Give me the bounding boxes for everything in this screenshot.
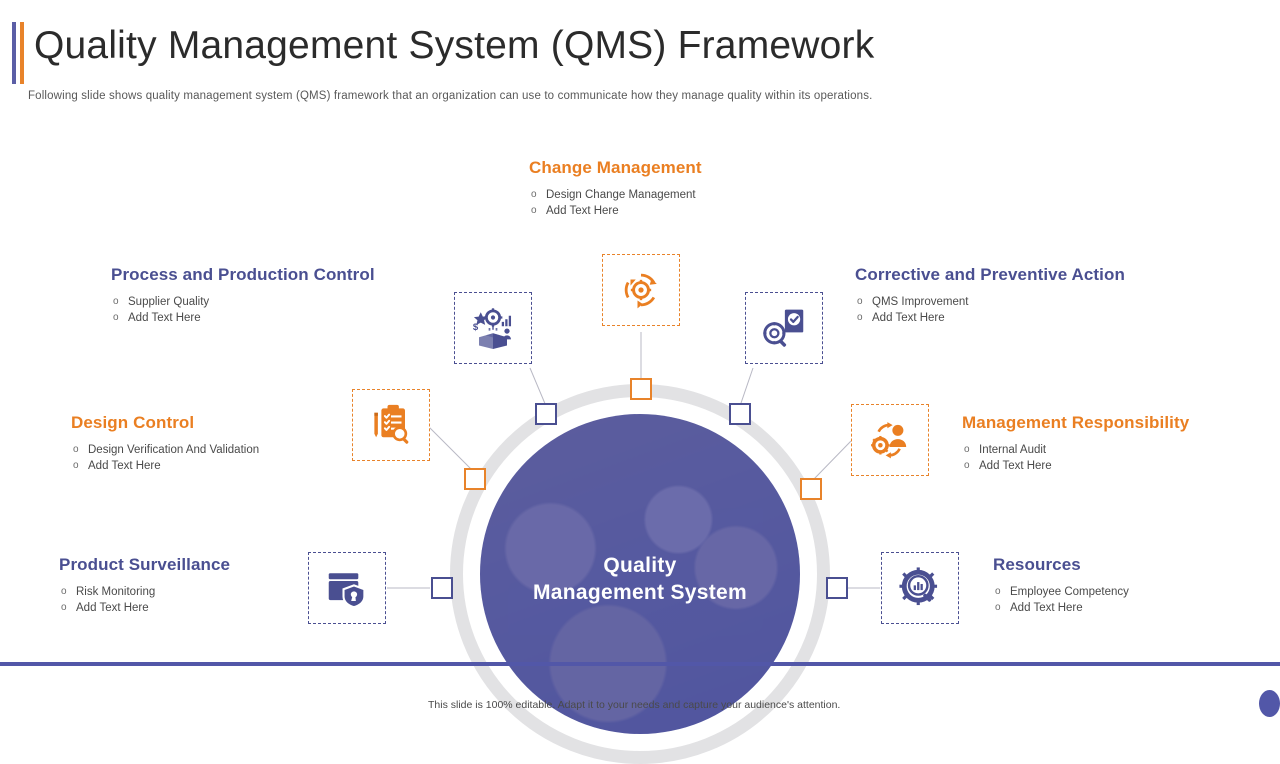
hub-label-line-2: Management System <box>532 581 747 604</box>
list-item: Risk Monitoring <box>59 584 230 600</box>
magnifier-gear-checklist-icon <box>762 307 806 349</box>
bullet-list: Design Verification And Validation Add T… <box>71 442 259 474</box>
block-title: Resources <box>993 555 1081 574</box>
icon-tile-management-responsibility[interactable] <box>851 404 929 476</box>
block-title: Design Control <box>71 413 195 432</box>
icon-tile-resources[interactable] <box>881 552 959 624</box>
block-resources: Resources Employee Competency Add Text H… <box>993 555 1129 616</box>
bullet-list: Internal Audit Add Text Here <box>962 442 1189 474</box>
title-accent-bars <box>12 22 26 84</box>
list-item: QMS Improvement <box>855 294 1125 310</box>
list-item: Employee Competency <box>993 584 1129 600</box>
gear-magnifier-chart-icon <box>898 567 942 609</box>
list-item: Design Change Management <box>529 187 702 203</box>
node-square-resources[interactable] <box>826 577 848 599</box>
list-item: Supplier Quality <box>111 294 375 310</box>
block-product-surveillance: Product Surveillance Risk Monitoring Add… <box>59 555 230 616</box>
icon-tile-design-control[interactable] <box>352 389 430 461</box>
refresh-gear-icon <box>620 269 662 311</box>
clipboard-checklist-magnifier-icon <box>369 404 413 446</box>
icon-tile-product-surveillance[interactable] <box>308 552 386 624</box>
block-title: Corrective and Preventive Action <box>855 265 1125 284</box>
node-square-product-surveillance[interactable] <box>431 577 453 599</box>
list-item: Add Text Here <box>71 458 259 474</box>
product-box-analytics-icon: $ <box>470 307 516 349</box>
block-design-control: Design Control Design Verification And V… <box>71 413 259 474</box>
hub-core-label: Quality Management System <box>480 552 800 606</box>
block-change-management: Change Management Design Change Manageme… <box>529 158 702 219</box>
bullet-list: QMS Improvement Add Text Here <box>855 294 1125 326</box>
list-item: Add Text Here <box>993 600 1129 616</box>
block-title: Management Responsibility <box>962 413 1190 432</box>
page-title: Quality Management System (QMS) Framewor… <box>34 24 875 67</box>
accent-bar-purple <box>12 22 16 84</box>
database-shield-lock-icon <box>325 568 369 608</box>
list-item: Add Text Here <box>59 600 230 616</box>
footer-decoration-dot <box>1259 690 1280 717</box>
icon-tile-process-and-production-control[interactable]: $ <box>454 292 532 364</box>
node-square-management-responsibility[interactable] <box>800 478 822 500</box>
bullet-list: Supplier Quality Add Text Here <box>111 294 375 326</box>
accent-bar-orange <box>20 22 24 84</box>
footer-note: This slide is 100% editable. Adapt it to… <box>428 699 841 711</box>
node-square-corrective-and-preventive-action[interactable] <box>729 403 751 425</box>
list-item: Add Text Here <box>111 310 375 326</box>
list-item: Add Text Here <box>529 203 702 219</box>
hub-label-line-1: Quality <box>603 554 677 577</box>
footer-divider <box>0 662 1280 666</box>
list-item: Design Verification And Validation <box>71 442 259 458</box>
block-title: Product Surveillance <box>59 555 231 574</box>
hub-core-circle: Quality Management System <box>480 414 800 734</box>
list-item: Add Text Here <box>855 310 1125 326</box>
node-square-process-and-production-control[interactable] <box>535 403 557 425</box>
block-title: Process and Production Control <box>111 265 375 284</box>
gear-person-cycle-icon <box>868 419 912 461</box>
block-corrective-and-preventive-action: Corrective and Preventive Action QMS Imp… <box>855 265 1125 326</box>
icon-tile-change-management[interactable] <box>602 254 680 326</box>
bullet-list: Employee Competency Add Text Here <box>993 584 1129 616</box>
node-square-design-control[interactable] <box>464 468 486 490</box>
list-item: Internal Audit <box>962 442 1189 458</box>
block-process-and-production-control: Process and Production Control Supplier … <box>111 265 375 326</box>
bullet-list: Risk Monitoring Add Text Here <box>59 584 230 616</box>
node-square-change-management[interactable] <box>630 378 652 400</box>
icon-tile-corrective-and-preventive-action[interactable] <box>745 292 823 364</box>
block-title: Change Management <box>529 158 702 177</box>
bullet-list: Design Change Management Add Text Here <box>529 187 702 219</box>
block-management-responsibility: Management Responsibility Internal Audit… <box>962 413 1189 474</box>
svg-text:$: $ <box>473 322 479 333</box>
list-item: Add Text Here <box>962 458 1189 474</box>
hub-background-photo <box>480 414 800 734</box>
page-subtitle: Following slide shows quality management… <box>28 90 873 102</box>
